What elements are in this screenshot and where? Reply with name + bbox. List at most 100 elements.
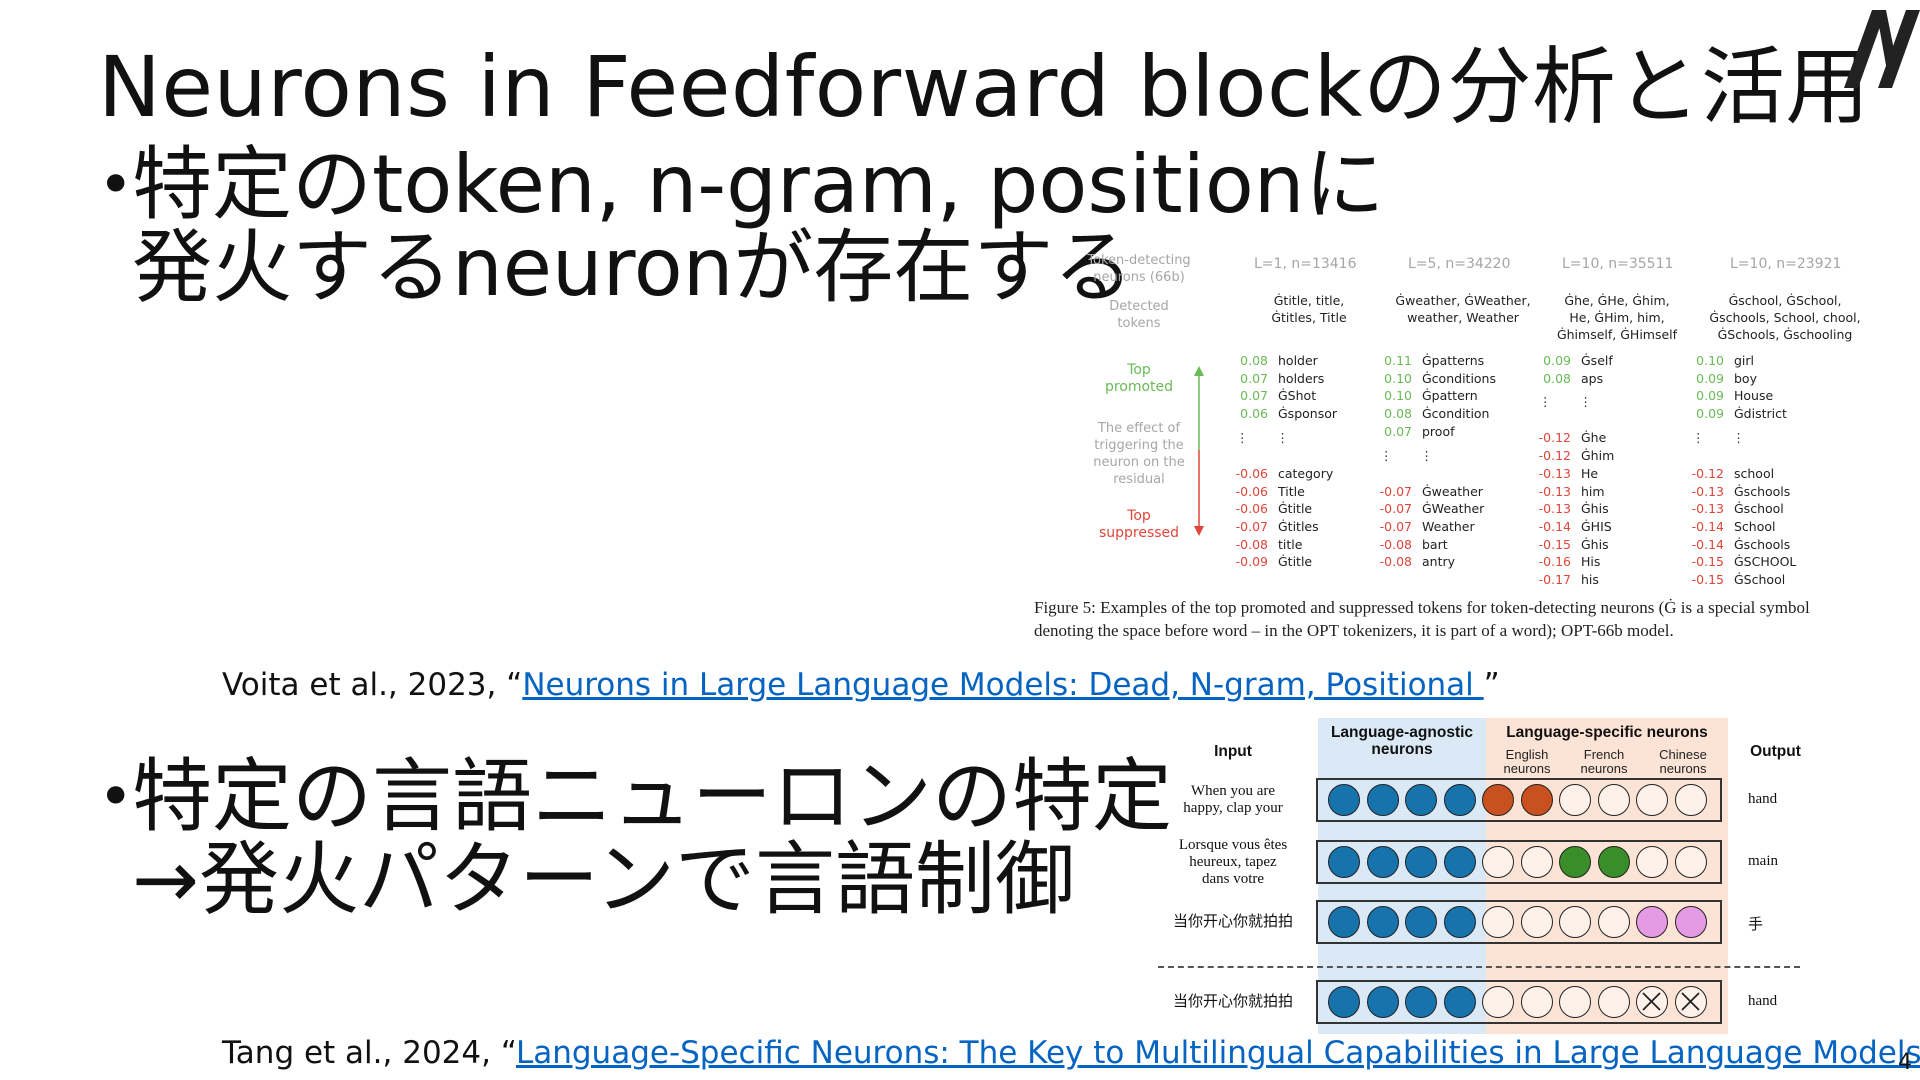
bullet-dot: • [98,762,134,832]
fig2-input-line: dans votre [1201,870,1265,887]
fig2-neuron [1559,846,1591,878]
fig1-value: -0.15 [1538,536,1571,552]
fig2-deactivated-neuron-icon [1674,986,1707,1018]
fig1-label-title: Token-detecting neurons (66b) [1074,252,1204,286]
fig2-output-text: hand [1748,993,1778,1009]
fig1-token: Ġweather [1422,483,1483,499]
fig2-input-line: 当你开心你就拍拍 [1172,993,1293,1010]
fig1-value: 0.08 [1384,406,1412,422]
fig1-suppressed-row: -0.14 School [1680,518,1776,536]
fig1-value: 0.09 [1696,406,1724,422]
fig2-input-line: Lorsque vous êtes [1178,836,1288,853]
citation-link-voita[interactable]: Neurons in Large Language Models: Dead, … [522,667,1484,703]
fig1-token: Ġschool [1734,501,1784,517]
fig2-input-line: heureux, tapez [1189,853,1277,870]
fig2-neuron [1674,846,1707,878]
fig2-output-text: 手 [1748,917,1764,933]
fig1-label-effect: The effect of triggering the neuron on t… [1074,420,1204,488]
fig2-header-agnostic-line: Language-agnostic [1330,724,1474,741]
fig1-suppressed-row: -0.06 Title [1224,483,1305,501]
fig1-value: -0.06 [1235,483,1268,499]
fig1-detected-line: Ġweather, ĠWeather, [1395,293,1531,308]
page-number: 4 [1898,1050,1912,1075]
fig2-neuron [1366,784,1399,816]
fig2-neuron-box [1316,778,1722,822]
fig2-neuron [1597,986,1630,1018]
fig1-label-title-line: neurons (66b) [1093,270,1185,285]
fig2-neuron [1328,906,1360,938]
fig1-suppressed-row: -0.07 ĠWeather [1368,500,1485,518]
fig2-neuron [1366,906,1399,938]
fig1-promoted-row: 0.08 Ġcondition [1368,405,1489,423]
fig2-sub-line: Chinese [1659,747,1707,762]
fig1-detected-line: He, ĠHim, him, [1569,310,1665,325]
fig1-token: Title [1278,483,1305,499]
fig1-token: Ġhis [1581,501,1609,517]
fig2-deactivated-neuron-icon [1636,986,1668,1018]
fig2-neuron [1520,846,1553,878]
fig1-token: Ġsponsor [1278,406,1338,422]
fig1-token: Ġtitle [1278,501,1313,517]
fig2-neuron [1597,846,1630,878]
fig1-token: bart [1422,536,1448,552]
citation-tang: Tang et al., 2024, “Language-Specific Ne… [222,1035,1920,1071]
fig1-detected-line: Ġtitles, Title [1271,310,1347,325]
fig2-header-agnostic: Language-agnostic neurons [1318,724,1486,758]
fig2-neuron [1597,784,1630,816]
fig1-value: -0.07 [1379,501,1412,517]
fig1-value: -0.06 [1235,501,1268,517]
fig2-neuron-box [1316,840,1722,884]
fig2-output-text: main [1748,853,1778,869]
fig1-label-top-promoted: Top promoted [1074,362,1204,396]
fig1-detected-tokens: Ġhe, ĠHe, Ġhim,He, ĠHim, him,Ġhimself, Ġ… [1517,292,1717,343]
citation-link-tang[interactable]: Language-Specific Neurons: The Key to Mu… [515,1035,1920,1071]
fig2-neuron [1405,846,1437,878]
fig2-neuron [1674,906,1707,938]
fig2-neuron [1559,784,1591,816]
fig1-token: Ġcondition [1422,406,1490,422]
fig1-value: -0.14 [1691,518,1724,534]
fig1-value: -0.08 [1235,536,1268,552]
fig1-value: -0.13 [1538,465,1571,481]
fig1-detected-line: Ġhe, ĠHe, Ġhim, [1564,293,1670,308]
fig2-neuron [1520,784,1553,816]
fig2-neuron [1636,784,1668,816]
fig1-column-header: L=5, n=34220 [1408,256,1511,272]
fig1-value: 0.07 [1384,423,1412,439]
fig2-neuron [1482,906,1514,938]
fig1-token: ĠWeather [1422,501,1485,517]
fig2-sub-line: French [1583,747,1625,762]
fig1-token: school [1734,465,1775,481]
fig1-token: holders [1278,370,1325,386]
fig1-value: -0.13 [1691,483,1724,499]
fig1-label-detected: Detected tokens [1074,298,1204,332]
fig1-token: Ġschools [1734,536,1791,552]
fig2-neuron [1482,986,1514,1018]
fig1-column-header: L=1, n=13416 [1254,256,1357,272]
fig2-neuron [1405,986,1437,1018]
fig1-token: School [1734,518,1776,534]
fig1-detected-line: ĠSchools, Ġschooling [1717,327,1853,342]
bullet2-line1: 特定の言語ニューロンの特定 [132,750,1172,843]
fig1-token: proof [1422,423,1455,439]
fig1-token: boy [1734,370,1757,386]
fig1-token: holder [1278,353,1318,368]
fig1-label-suppressed-line: Top [1127,508,1151,524]
fig1-token: girl [1734,353,1755,368]
fig2-neuron [1520,986,1553,1018]
fig1-token: ĠSchool [1734,572,1786,587]
fig1-value: -0.14 [1538,518,1571,534]
